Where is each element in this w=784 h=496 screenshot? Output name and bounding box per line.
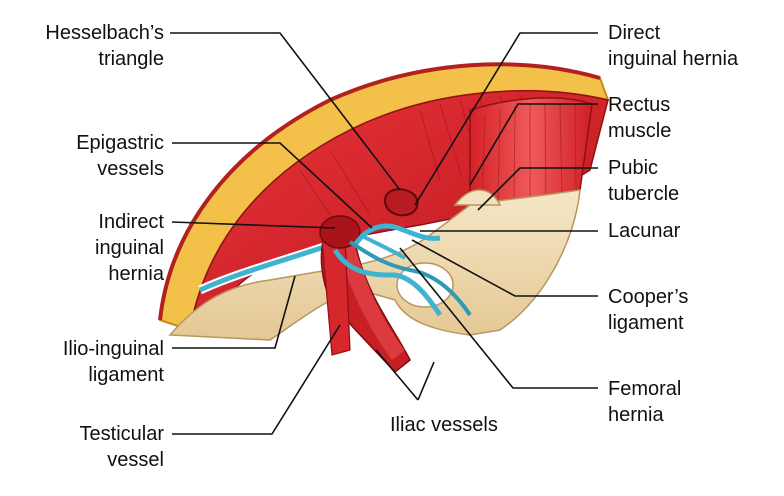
epigastric-vessel-path	[352, 223, 441, 247]
label-iliac-vessels: Iliac vessels	[390, 414, 498, 436]
label-lacunar: Lacunar	[608, 220, 681, 242]
label-testicular-vessel: Testicular vessel	[79, 423, 164, 471]
leader-lines	[170, 32, 598, 435]
direct-hernia-bulge	[383, 188, 419, 217]
label-direct-inguinal-hernia: Direct inguinal hernia	[608, 22, 739, 70]
label-rectus-muscle: Rectus muscle	[608, 94, 672, 142]
label-pubic-tubercle: Pubic tubercle	[608, 157, 680, 205]
ilio-inguinal-nerve	[198, 242, 331, 293]
label-hesselbachs-triangle: Hesselbach’s triangle	[45, 22, 164, 70]
iliac-vessel-bundle-2	[335, 228, 405, 360]
label-indirect-inguinal-hernia: Indirect inguinal hernia	[95, 211, 164, 285]
blue-vessel-3	[359, 233, 407, 260]
rectus-muscle	[469, 97, 593, 206]
skin-edge	[158, 62, 601, 321]
indirect-hernia-sac	[319, 215, 361, 249]
label-ilio-inguinal-ligament: Ilio-inguinal ligament	[62, 338, 164, 386]
blue-vessel-1	[332, 248, 443, 317]
rectus-fibers	[481, 102, 577, 204]
label-epigastric-vessels: Epigastric vessels	[76, 132, 164, 180]
blue-vessel-2	[348, 240, 472, 317]
label-femoral-hernia: Femoral hernia	[608, 378, 682, 426]
pubic-tubercle	[453, 189, 502, 206]
label-coopers-ligament: Cooper’s ligament	[608, 286, 689, 334]
